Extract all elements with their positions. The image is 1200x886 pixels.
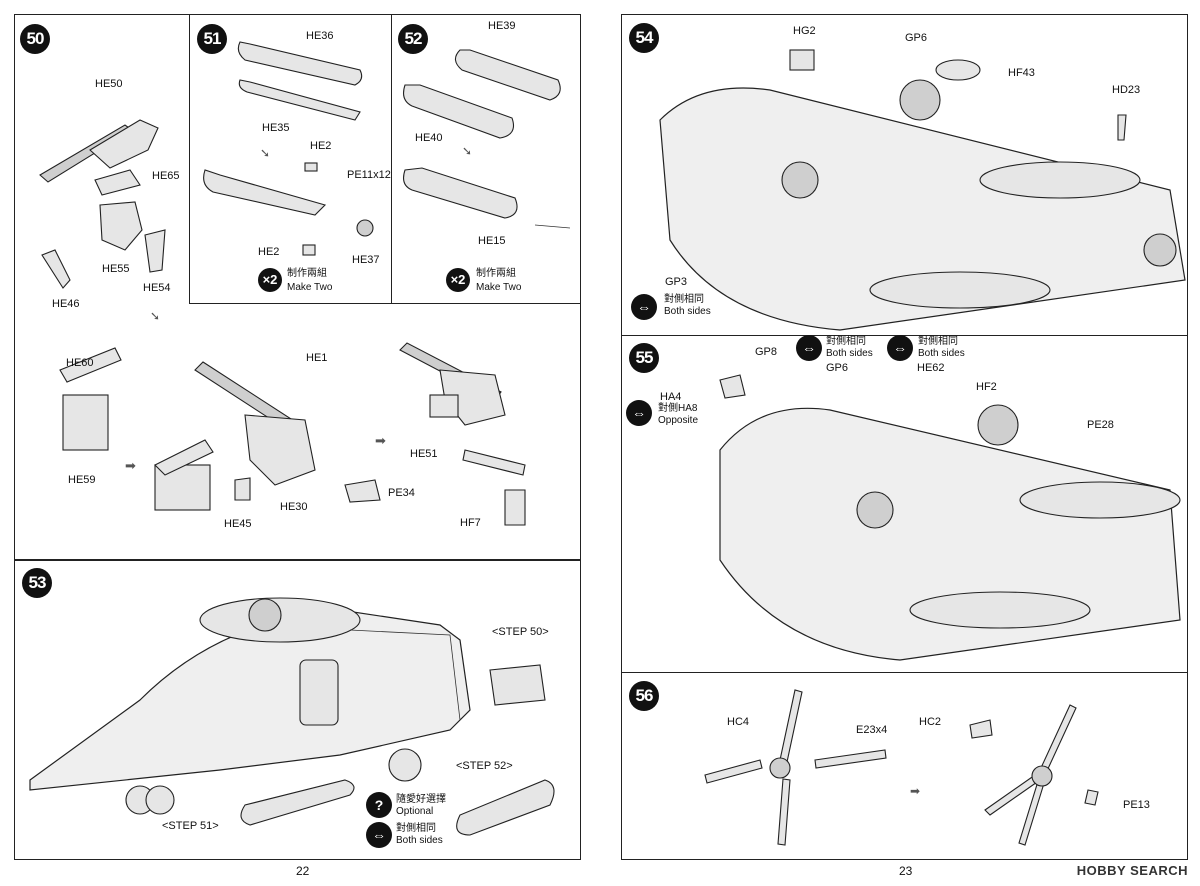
label-pe11x12: PE11x12 [347,169,391,181]
label-e23x4: E23x4 [856,724,888,736]
step-number-54: 54 [629,23,659,53]
label-he55: HE55 [102,263,130,275]
both-sides-cn-55a: 對側相同 [826,336,866,347]
svg-text:➡: ➡ [125,458,136,473]
watermark: HOBBY SEARCH [1076,863,1188,878]
optional-cn: 隨愛好選擇 [396,794,446,805]
double-arrow-icon: ⇔ [887,335,913,361]
both-sides-cn-54: 對側相同 [664,294,704,305]
multiplier-badge-52: ×2 [446,268,470,292]
make-two-cn-51: 制作兩組 [287,268,327,279]
label-he60: HE60 [66,357,94,369]
label-he36: HE36 [306,30,334,42]
step56-panel [621,672,1188,860]
svg-text:➘: ➘ [150,309,160,323]
label-pe28: PE28 [1087,419,1114,431]
label-he62: HE62 [917,362,945,374]
step50-machinegun-exploded: ➘ [39,119,166,323]
both-sides-en-53: Both sides [396,835,443,846]
question-circle-icon: ? [366,792,392,818]
step-number-50: 50 [20,24,50,54]
step53-helicopter-side [29,597,555,836]
make-two-cn-52: 制作兩組 [476,268,516,279]
label-he54: HE54 [143,282,171,294]
label-he2-bottom: HE2 [258,246,280,258]
label-hc2: HC2 [919,716,942,728]
step55-helicopter-top [719,374,1181,661]
double-arrow-icon: ⇔ [796,335,822,361]
label-he65: HE65 [152,170,180,182]
opposite-cn: 對側HA8 [658,403,698,414]
label-hc4: HC4 [727,716,750,728]
label-he46: HE46 [52,298,80,310]
ref-step51: <STEP 51> [162,820,219,832]
svg-text:➘: ➘ [462,144,472,158]
double-arrow-icon: ⇔ [631,294,657,320]
label-he59: HE59 [68,474,96,486]
label-he45: HE45 [224,518,252,530]
label-he1: HE1 [306,352,328,364]
opposite-en: Opposite [658,415,699,426]
step-number-53: 53 [22,568,52,598]
svg-text:➘: ➘ [260,146,270,160]
label-hf2: HF2 [976,381,997,393]
ref-step50: <STEP 50> [492,626,549,638]
label-gp6-54: GP6 [905,32,928,44]
label-hf7: HF7 [460,517,481,529]
double-arrow-icon: ⇔ [626,400,652,426]
make-two-en-52: Make Two [476,282,522,293]
label-he15: HE15 [478,235,506,247]
step56-rotor-parts: ➡ [704,689,1099,846]
step52-pod-parts: ➘ [403,49,571,229]
both-sides-cn-55b: 對側相同 [918,336,958,347]
label-he30: HE30 [280,501,308,513]
step50-ammo-and-gun: ➡ ➡ [59,342,526,526]
label-he39: HE39 [488,20,516,32]
page-number-left: 22 [296,864,310,878]
label-hf43: HF43 [1008,67,1035,79]
label-he40: HE40 [415,132,443,144]
multiplier-badge-51: ×2 [258,268,282,292]
page-number-right: 23 [899,864,913,878]
step-number-52: 52 [398,24,428,54]
svg-text:➡: ➡ [910,784,920,798]
label-hg2: HG2 [793,25,816,37]
step-number-56: 56 [629,681,659,711]
label-he2-top: HE2 [310,140,332,152]
optional-en: Optional [396,806,434,817]
label-gp6-55: GP6 [826,362,849,374]
both-sides-en-55a: Both sides [826,348,873,359]
make-two-en-51: Make Two [287,282,333,293]
label-he35: HE35 [262,122,290,134]
step51-torpedo-parts: ➘ [203,41,374,256]
label-gp3: GP3 [665,276,688,288]
label-he51: HE51 [410,448,438,460]
label-he37: HE37 [352,254,380,266]
label-he50: HE50 [95,78,123,90]
label-ha4: HA4 [660,391,682,403]
both-sides-en-54: Both sides [664,306,711,317]
step-number-55: 55 [629,343,659,373]
both-sides-en-55b: Both sides [918,348,965,359]
label-pe34: PE34 [388,487,415,499]
double-arrow-icon: ⇔ [366,822,392,848]
label-hd23: HD23 [1112,84,1141,96]
label-gp8: GP8 [755,346,778,358]
both-sides-cn-53: 對側相同 [396,823,436,834]
step54-helicopter-top [659,49,1186,331]
step-number-51: 51 [197,24,227,54]
ref-step52: <STEP 52> [456,760,513,772]
label-pe13: PE13 [1123,799,1150,811]
svg-text:➡: ➡ [375,433,386,448]
